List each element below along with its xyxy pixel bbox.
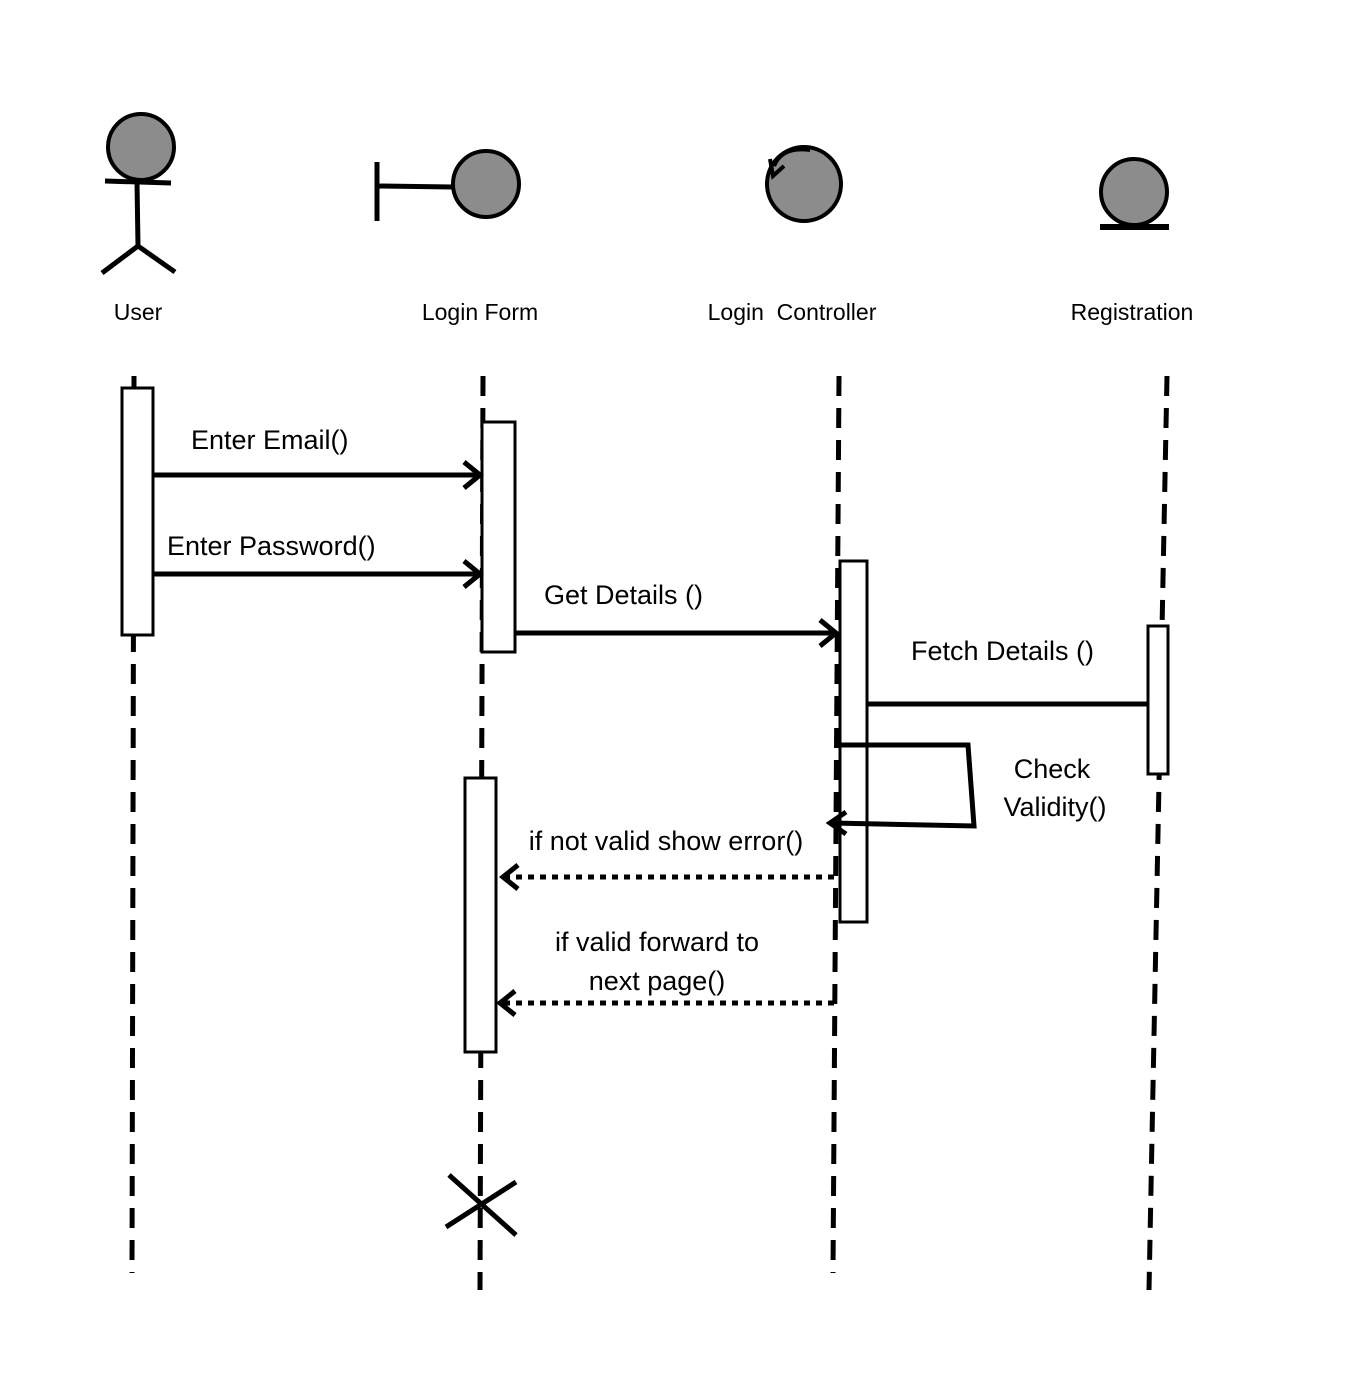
message-enter-password (153, 559, 484, 589)
user-actor-icon (100, 112, 177, 275)
activation-login-form-2 (463, 776, 498, 1054)
message-label-forward-line2: next page() (589, 966, 726, 996)
message-label-check-validity-line1: Check (1014, 754, 1091, 784)
message-enter-email (153, 460, 484, 490)
participant-label-login-form: Login Form (422, 299, 538, 325)
activation-registration (1146, 624, 1170, 776)
message-show-error (498, 863, 834, 891)
message-label-show-error: if not valid show error() (529, 826, 804, 856)
control-icon (765, 145, 843, 223)
activation-user (120, 386, 155, 637)
participant-label-registration: Registration (1071, 299, 1194, 325)
message-label-enter-password: Enter Password() (167, 531, 376, 561)
activation-login-controller (838, 559, 869, 924)
participant-label-login-controller: Login Controller (708, 299, 877, 325)
destroy-x-icon (444, 1173, 518, 1237)
activation-login-form-1 (480, 420, 517, 654)
lifeline-registration (1146, 375, 1170, 1291)
message-label-get-details: Get Details () (544, 580, 703, 610)
message-label-forward-line1: if valid forward to (555, 927, 759, 957)
message-forward (495, 989, 834, 1017)
boundary-icon (374, 149, 521, 221)
entity-icon (1099, 157, 1169, 230)
message-label-fetch-details: Fetch Details () (911, 636, 1094, 666)
message-get-details (515, 618, 840, 648)
message-label-check-validity-line2: Validity() (1003, 792, 1106, 822)
lifeline-user (129, 375, 137, 1274)
participant-label-user: User (114, 299, 163, 325)
message-check-validity (825, 742, 977, 837)
message-label-enter-email: Enter Email() (191, 425, 349, 455)
